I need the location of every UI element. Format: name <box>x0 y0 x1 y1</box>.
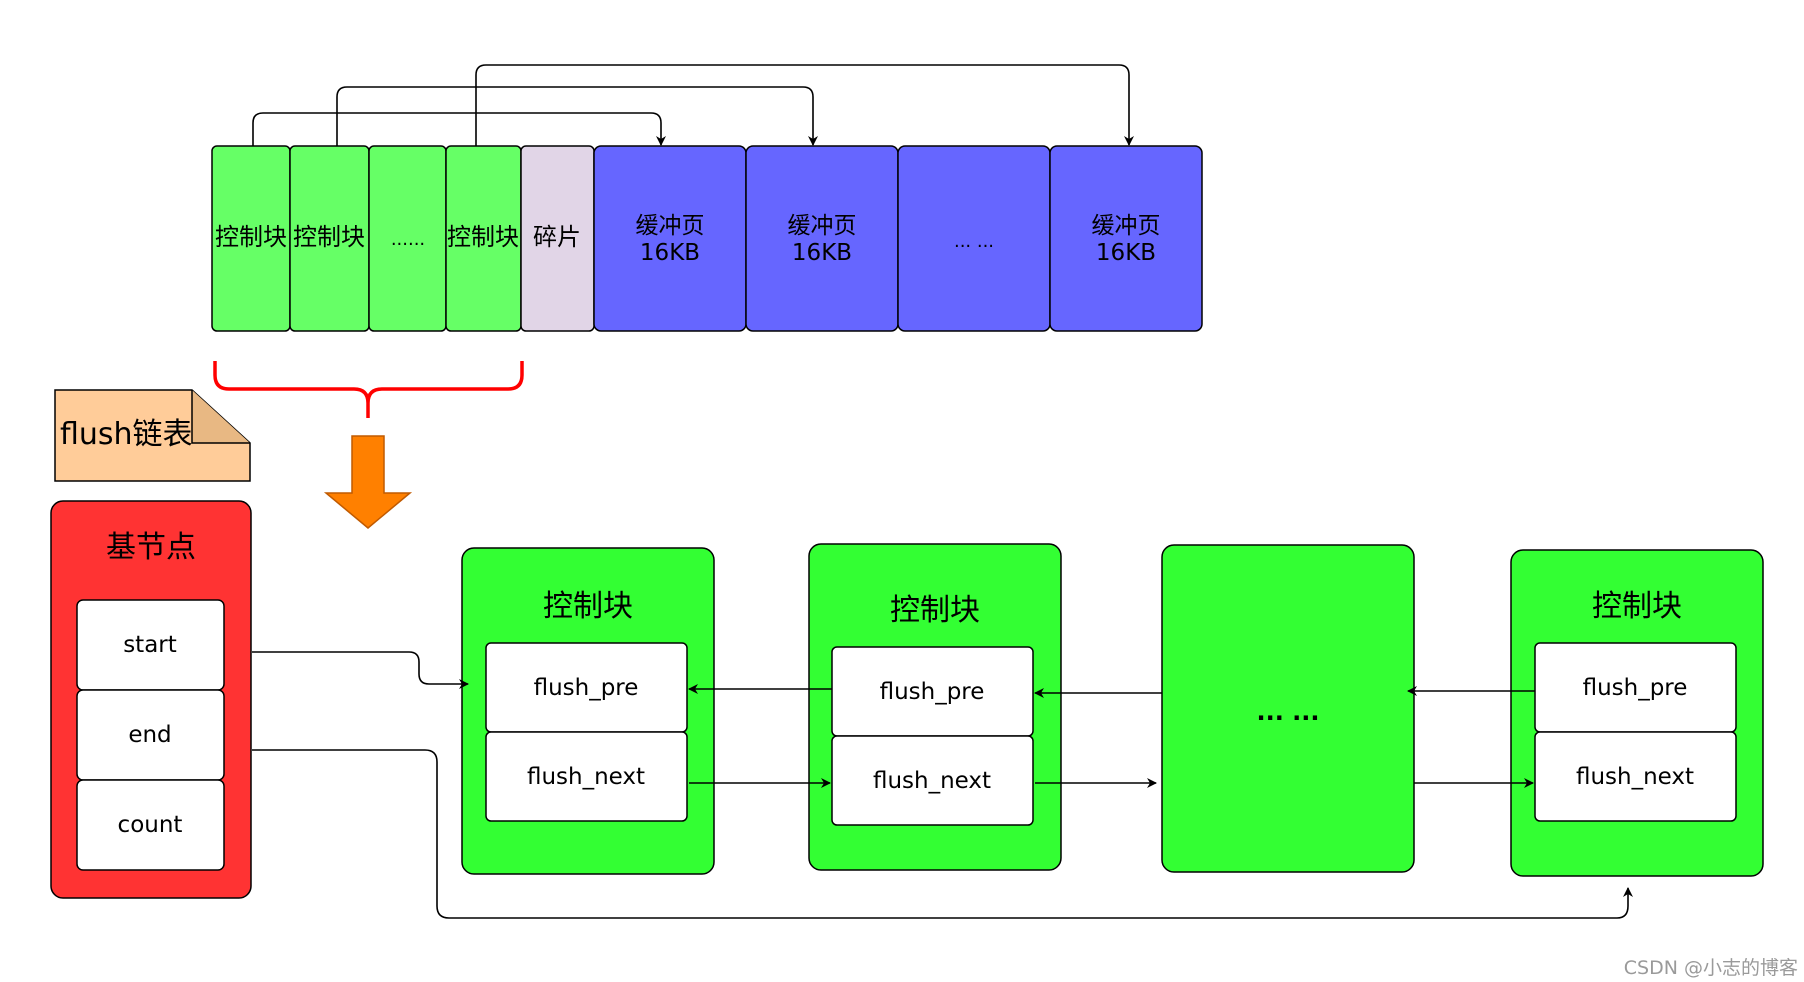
start-pointer-arrow <box>252 651 469 689</box>
flush-next-label: flush_next <box>527 764 645 790</box>
base-field-end: end <box>76 689 225 781</box>
flush-pre-label: flush_pre <box>880 679 985 705</box>
control-blocks-brace <box>213 361 524 418</box>
field-label: count <box>118 812 183 838</box>
fragment-cell: 碎片 <box>520 145 595 332</box>
control-block-cell-1: 控制块 <box>211 145 291 332</box>
flush-next-label: flush_next <box>1576 764 1694 790</box>
control-block-cell-4: 控制块 <box>445 145 522 332</box>
fragment-label: 碎片 <box>533 223 581 251</box>
buffer-page-size: 16KB <box>640 240 700 266</box>
base-node-title: 基节点 <box>106 530 196 565</box>
control-to-page-arrows <box>252 64 1134 146</box>
flush-list-label: flush链表 <box>60 417 193 452</box>
chain-node-title: ... ... <box>1256 698 1319 726</box>
buffer-page-ellipsis: ... ... <box>897 145 1051 332</box>
base-node: 基节点 start end count <box>50 500 252 899</box>
buffer-page-size: 16KB <box>1096 240 1156 266</box>
chain-node-ellipsis: ... ... <box>1161 544 1415 873</box>
buffer-page-label: 缓冲页 <box>788 213 857 239</box>
control-block-cell-ellipsis: ...... <box>368 145 447 332</box>
buffer-page-size: 16KB <box>792 240 852 266</box>
chain-node-1: 控制块 flush_pre flush_next <box>461 547 715 875</box>
control-block-label: 控制块 <box>447 223 519 251</box>
buffer-page-label: 缓冲页 <box>636 213 705 239</box>
end-pointer-arrow <box>252 749 1633 919</box>
buffer-page-2: 缓冲页 16KB <box>745 145 899 332</box>
flush-next-label: flush_next <box>873 768 991 794</box>
base-field-count: count <box>76 779 225 871</box>
arrow-control4-to-page4 <box>475 64 1134 146</box>
down-arrow <box>323 435 413 529</box>
chain-node-last: 控制块 flush_pre flush_next <box>1510 549 1764 877</box>
buffer-page-label: ... ... <box>954 231 994 252</box>
buffer-page-4: 缓冲页 16KB <box>1049 145 1203 332</box>
link-arrows <box>252 651 1633 919</box>
flush-pre-label: flush_pre <box>534 675 639 701</box>
flush-pre-label: flush_pre <box>1583 675 1688 701</box>
ellipsis-label: ...... <box>391 229 425 250</box>
arrow-control2-to-page2 <box>336 86 818 146</box>
chain-node-2: 控制块 flush_pre flush_next <box>808 543 1062 871</box>
flush-list-note: flush链表 <box>54 389 251 482</box>
control-block-cell-2: 控制块 <box>289 145 370 332</box>
field-label: start <box>123 632 177 658</box>
buffer-page-1: 缓冲页 16KB <box>593 145 747 332</box>
control-block-label: 控制块 <box>293 223 365 251</box>
control-block-label: 控制块 <box>215 223 287 251</box>
chain-node-title: 控制块 <box>1592 589 1682 624</box>
watermark: CSDN @小志的博客 <box>1624 957 1798 979</box>
chain-node-title: 控制块 <box>890 593 980 628</box>
field-label: end <box>128 722 171 748</box>
base-field-start: start <box>76 599 225 691</box>
chain-node-title: 控制块 <box>543 589 633 624</box>
buffer-page-label: 缓冲页 <box>1092 213 1161 239</box>
arrow-control1-to-page1 <box>252 112 666 146</box>
